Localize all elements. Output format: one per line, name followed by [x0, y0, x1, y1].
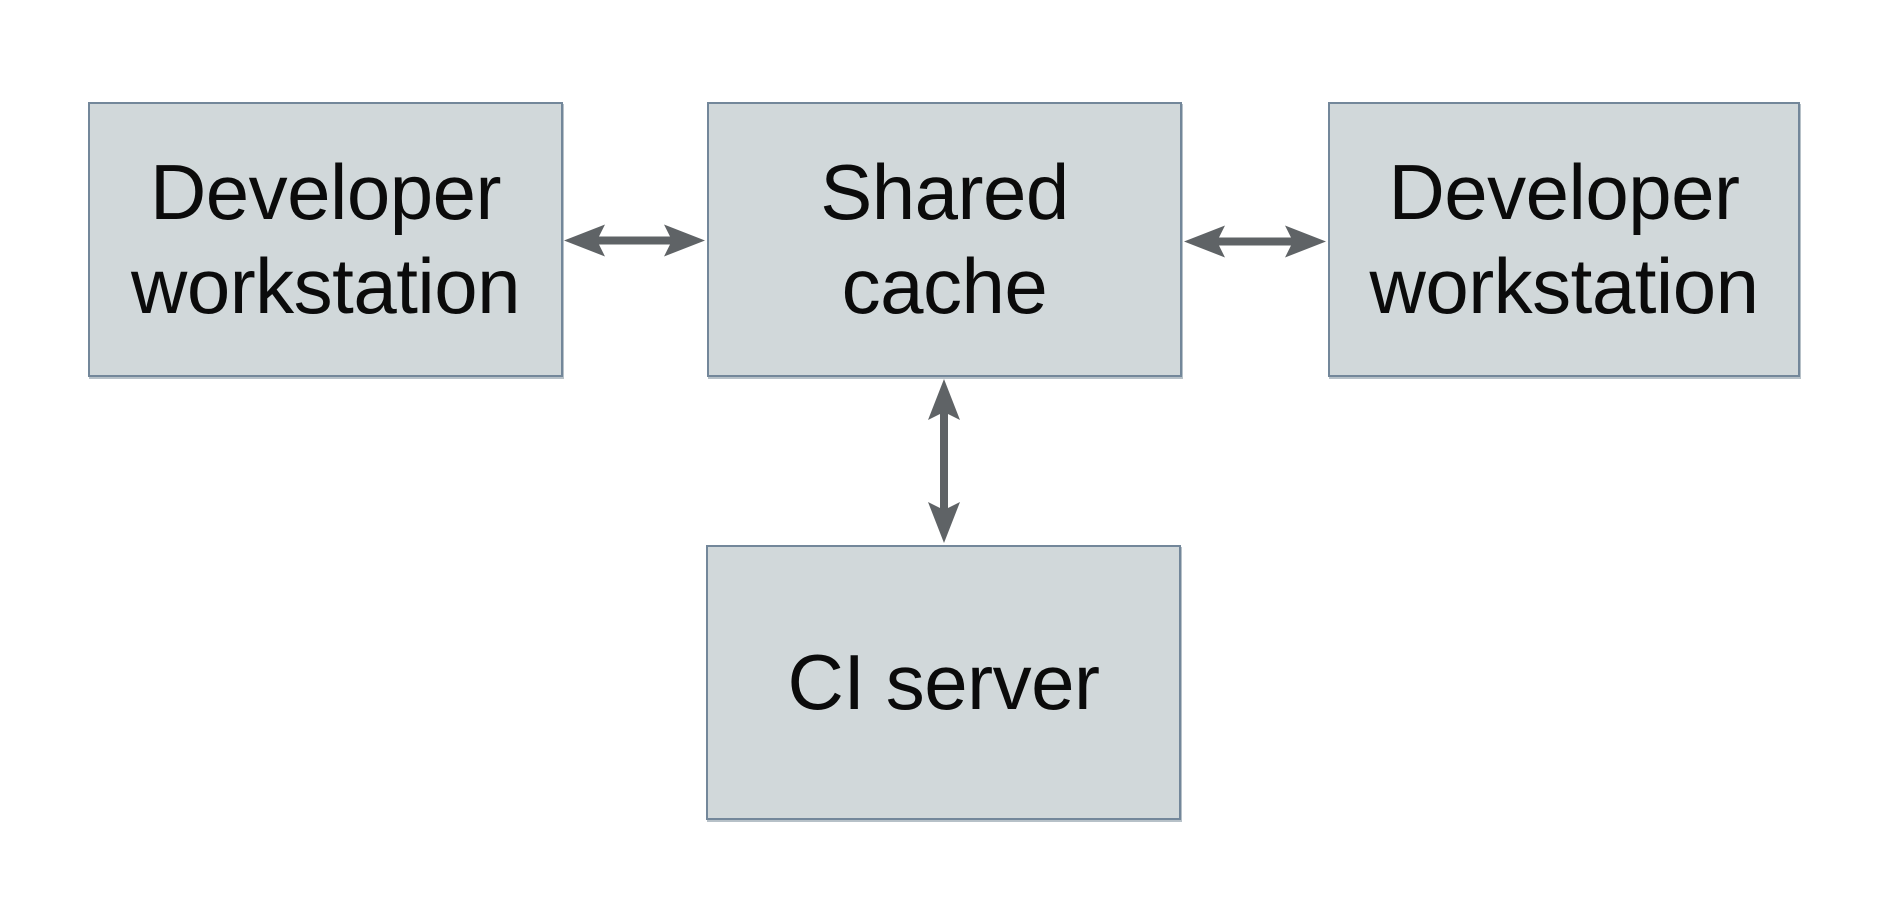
- node-label: CI server: [787, 637, 1100, 726]
- node-label: Developer workstation: [1369, 147, 1760, 330]
- arrowhead-left-icon: [564, 224, 605, 257]
- edge-devleft-sharedcache: [564, 224, 705, 257]
- arrowhead-down-icon: [928, 502, 960, 543]
- edge-sharedcache-ciserver: [928, 379, 960, 543]
- arrowhead-right-icon: [664, 224, 705, 257]
- edge-sharedcache-devright: [1184, 225, 1326, 258]
- arrowhead-right-icon: [1285, 225, 1326, 258]
- node-developer-workstation-right: Developer workstation: [1328, 102, 1800, 377]
- node-shared-cache: Shared cache: [707, 102, 1182, 377]
- arrowhead-up-icon: [928, 379, 960, 420]
- node-developer-workstation-left: Developer workstation: [88, 102, 563, 377]
- node-label: Developer workstation: [131, 147, 521, 330]
- arrowhead-left-icon: [1184, 225, 1225, 258]
- node-label: Shared cache: [820, 147, 1069, 330]
- node-ci-server: CI server: [706, 545, 1181, 820]
